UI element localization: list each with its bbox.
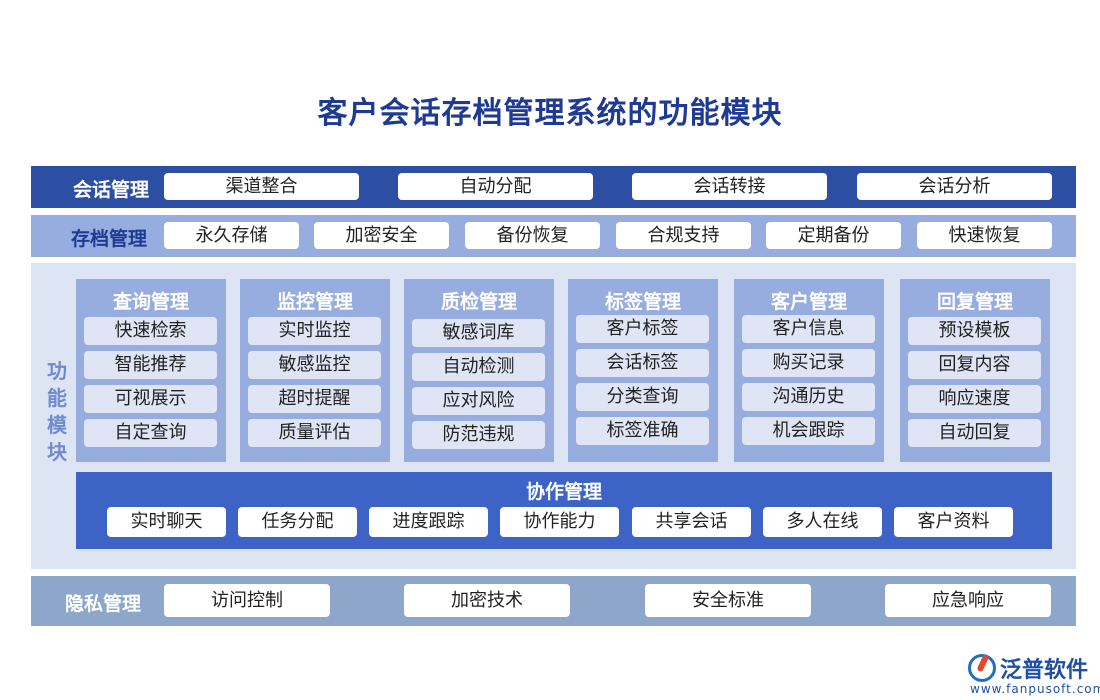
- module-item: 自定查询: [84, 419, 217, 447]
- collab-title: 协作管理: [525, 481, 602, 503]
- module-item: 客户标签: [576, 315, 709, 343]
- function-label-char: 模: [47, 413, 67, 437]
- archive-item: 定期备份: [766, 222, 901, 249]
- collab-item: 多人在线: [763, 507, 882, 537]
- privacy-item: 应急响应: [885, 584, 1051, 617]
- module-item: 可视展示: [84, 385, 217, 413]
- module-item: 超时提醒: [248, 385, 381, 413]
- privacy-item: 访问控制: [164, 584, 330, 617]
- module-column-monitor: 监控管理 实时监控 敏感监控 超时提醒 质量评估: [240, 279, 390, 462]
- archive-management-band: 存档管理 永久存储 加密安全 备份恢复 合规支持 定期备份 快速恢复: [31, 215, 1076, 257]
- privacy-management-band: 隐私管理 访问控制 加密技术 安全标准 应急响应: [31, 576, 1076, 626]
- session-item: 会话转接: [632, 173, 827, 200]
- collab-item: 任务分配: [238, 507, 357, 537]
- module-item: 自动检测: [412, 353, 545, 381]
- archive-item: 加密安全: [314, 222, 449, 249]
- function-modules-area: 功 能 模 块 查询管理 快速检索 智能推荐 可视展示 自定查询 监控管理 实时…: [31, 263, 1076, 569]
- session-band-label: 会话管理: [73, 179, 150, 201]
- function-label-char: 块: [47, 440, 67, 464]
- module-item: 机会跟踪: [742, 417, 875, 445]
- function-label-char: 能: [47, 386, 67, 410]
- module-item: 质量评估: [248, 419, 381, 447]
- module-title: 查询管理: [112, 291, 189, 313]
- module-title: 客户管理: [770, 291, 847, 313]
- session-item: 会话分析: [857, 173, 1052, 200]
- brand-logo-icon: [968, 654, 996, 682]
- brand-name: 泛普软件: [1000, 658, 1089, 683]
- collaboration-management-bar: 协作管理 实时聊天 任务分配 进度跟踪 协作能力 共享会话 多人在线 客户资料: [76, 472, 1052, 549]
- session-item: 自动分配: [398, 173, 593, 200]
- module-item: 会话标签: [576, 349, 709, 377]
- module-item: 购买记录: [742, 349, 875, 377]
- privacy-item: 安全标准: [645, 584, 811, 617]
- page-title: 客户会话存档管理系统的功能模块: [317, 96, 783, 131]
- module-item: 客户信息: [742, 315, 875, 343]
- module-column-query: 查询管理 快速检索 智能推荐 可视展示 自定查询: [76, 279, 226, 462]
- module-item: 预设模板: [908, 317, 1041, 345]
- module-item: 智能推荐: [84, 351, 217, 379]
- module-column-customer: 客户管理 客户信息 购买记录 沟通历史 机会跟踪: [734, 279, 884, 462]
- collab-item: 协作能力: [500, 507, 619, 537]
- module-item: 响应速度: [908, 385, 1041, 413]
- module-item: 自动回复: [908, 419, 1041, 447]
- module-column-quality: 质检管理 敏感词库 自动检测 应对风险 防范违规: [404, 279, 554, 462]
- archive-item: 快速恢复: [917, 222, 1052, 249]
- brand-logo: 泛普软件 www.fanpusoft.com: [968, 652, 1100, 696]
- module-item: 应对风险: [412, 387, 545, 415]
- collab-item: 进度跟踪: [369, 507, 488, 537]
- module-item: 标签准确: [576, 417, 709, 445]
- archive-band-label: 存档管理: [71, 228, 148, 250]
- collab-item: 实时聊天: [107, 507, 226, 537]
- module-item: 快速检索: [84, 317, 217, 345]
- session-item: 渠道整合: [164, 173, 359, 200]
- module-item: 回复内容: [908, 351, 1041, 379]
- session-management-band: 会话管理 渠道整合 自动分配 会话转接 会话分析: [31, 166, 1076, 208]
- module-column-tag: 标签管理 客户标签 会话标签 分类查询 标签准确: [568, 279, 718, 462]
- module-item: 沟通历史: [742, 383, 875, 411]
- module-title: 回复管理: [936, 291, 1013, 313]
- archive-item: 备份恢复: [465, 222, 600, 249]
- function-modules-label: 功 能 模 块: [45, 358, 69, 466]
- privacy-band-label: 隐私管理: [65, 593, 142, 615]
- module-title: 监控管理: [276, 291, 353, 313]
- module-column-reply: 回复管理 预设模板 回复内容 响应速度 自动回复: [900, 279, 1050, 462]
- privacy-item: 加密技术: [404, 584, 570, 617]
- module-item: 敏感监控: [248, 351, 381, 379]
- module-item: 实时监控: [248, 317, 381, 345]
- brand-url: www.fanpusoft.com: [970, 682, 1100, 696]
- module-item: 防范违规: [412, 421, 545, 449]
- archive-item: 合规支持: [616, 222, 751, 249]
- module-title: 标签管理: [604, 291, 681, 313]
- collab-item: 客户资料: [894, 507, 1013, 537]
- module-item: 敏感词库: [412, 319, 545, 347]
- module-item: 分类查询: [576, 383, 709, 411]
- module-title: 质检管理: [440, 291, 517, 313]
- function-label-char: 功: [47, 359, 67, 383]
- collab-item: 共享会话: [632, 507, 751, 537]
- archive-item: 永久存储: [164, 222, 299, 249]
